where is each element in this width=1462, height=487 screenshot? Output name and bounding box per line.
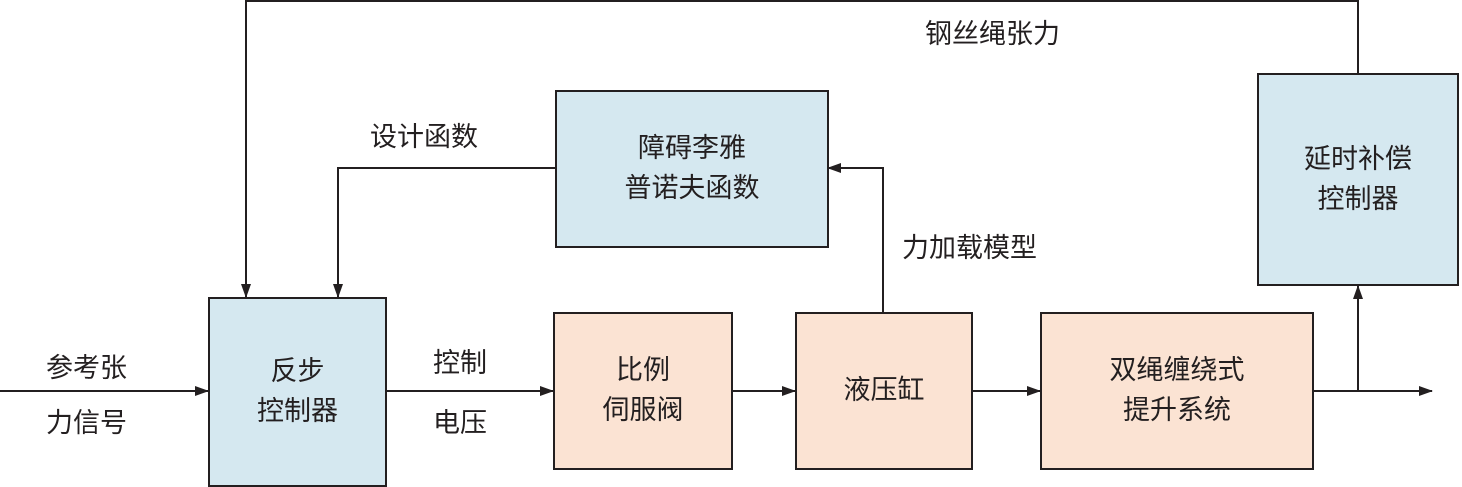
rope-tension-label: 钢丝绳张力 xyxy=(925,19,1060,50)
backstep-controller-block: 反步 控制器 xyxy=(208,297,387,487)
arrow-cylinder-to-lyapunov xyxy=(827,163,884,312)
lyapunov-line1: 障碍李雅 xyxy=(638,133,746,164)
proportional-servo-valve-block: 比例 伺服阀 xyxy=(553,312,733,470)
lyapunov-line2: 普诺夫函数 xyxy=(624,173,760,204)
ref-signal-label-line1: 参考张 xyxy=(46,353,127,384)
ref-signal-label-line2: 力信号 xyxy=(46,408,127,439)
backstep-line2: 控制器 xyxy=(257,396,338,427)
valve-line2: 伺服阀 xyxy=(602,395,684,426)
design-function-label: 设计函数 xyxy=(370,122,478,153)
control-voltage-label-line1: 控制 xyxy=(433,348,487,379)
force-model-label: 力加载模型 xyxy=(902,233,1037,264)
delay-line2: 控制器 xyxy=(1317,183,1399,215)
hoist-line1: 双绳缠绕式 xyxy=(1109,355,1245,386)
valve-line1: 比例 xyxy=(616,355,670,386)
delay-line1: 延时补偿 xyxy=(1304,143,1412,175)
hydraulic-cylinder-block: 液压缸 xyxy=(795,312,973,470)
delay-compensation-block: 延时补偿 控制器 xyxy=(1257,73,1459,286)
arrow-feedback-to-controller xyxy=(241,0,1359,298)
barrier-lyapunov-block: 障碍李雅 普诺夫函数 xyxy=(555,90,829,248)
arrow-lyapunov-to-controller xyxy=(333,167,555,298)
control-voltage-label-line2: 电压 xyxy=(433,408,487,439)
hoist-line2: 提升系统 xyxy=(1123,395,1231,426)
hoist-system-block: 双绳缠绕式 提升系统 xyxy=(1040,312,1314,470)
cylinder-line1: 液压缸 xyxy=(843,375,925,406)
backstep-line1: 反步 xyxy=(270,356,325,387)
